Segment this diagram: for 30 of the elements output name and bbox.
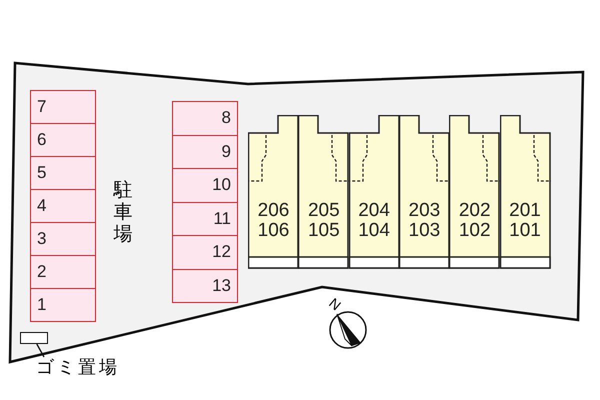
unit-number: 205 105: [306, 201, 341, 241]
parking-space: 6: [30, 123, 96, 157]
apartment-unit: [348, 115, 400, 269]
parking-space: 1: [30, 288, 96, 322]
parking-space: 9: [172, 134, 238, 169]
apartment-unit: [298, 115, 350, 269]
parking-space: 5: [30, 156, 96, 190]
unit-number: 204 104: [357, 201, 391, 241]
parking-space: 3: [30, 222, 96, 256]
parking-space: 10: [172, 168, 238, 202]
area-label: ゴミ置場: [36, 355, 136, 379]
apartment-unit: [500, 115, 550, 269]
north-label: N: [326, 294, 344, 314]
unit-number: 202 102: [458, 201, 492, 241]
apartment-unit: [449, 115, 500, 269]
apartment-unit: [398, 115, 450, 269]
parking-space: 8: [172, 101, 238, 136]
leader-line: [36, 344, 45, 358]
unit-number: 203 103: [408, 201, 442, 241]
parking-space: 13: [172, 268, 238, 303]
garbage-station-box: [20, 332, 48, 344]
parking-space: 11: [172, 202, 238, 236]
unit-number: 206 106: [256, 201, 290, 241]
area-label: 駐車場: [112, 180, 134, 246]
parking-space: 4: [30, 189, 96, 223]
parking-space: 7: [30, 90, 96, 124]
unit-number: 201 101: [508, 201, 542, 241]
parking-space: 2: [30, 255, 96, 289]
parking-space: 12: [172, 235, 238, 270]
apartment-unit: [248, 115, 299, 269]
